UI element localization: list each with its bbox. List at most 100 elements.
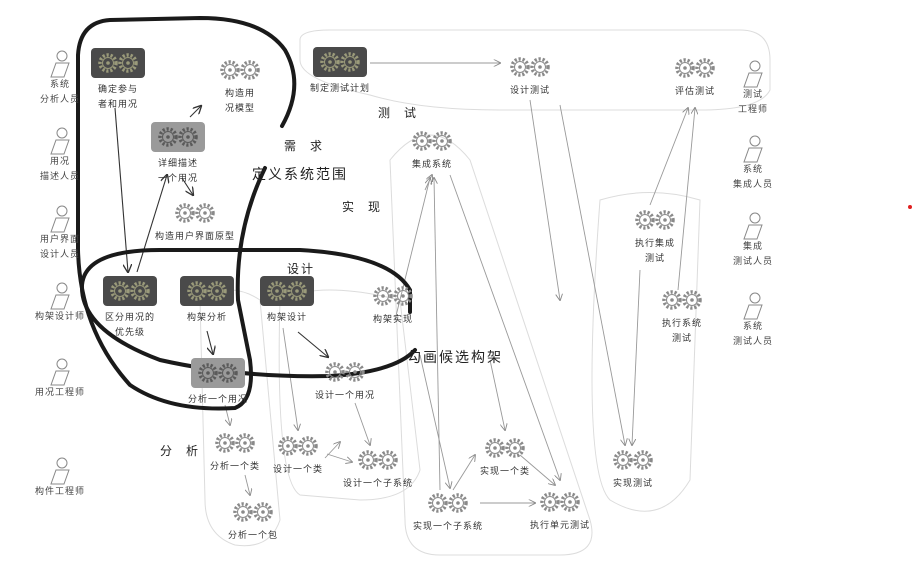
- worker-icon: [50, 358, 70, 386]
- gears-icon: [217, 58, 263, 82]
- activity-label: 确定参与 者和用况: [97, 85, 138, 110]
- worker-3: 构架设计师: [35, 282, 85, 325]
- activity-8[interactable]: 分析一个用况: [188, 358, 248, 408]
- activity-label: 构造用户界面原型: [154, 232, 236, 242]
- phase-label-test: 测试: [378, 106, 431, 120]
- activity-19[interactable]: 执行系统 测试: [659, 288, 705, 347]
- worker-2: 用户界面 设计人员: [40, 205, 80, 263]
- worker-icon: [50, 282, 70, 310]
- activity-15[interactable]: 设计测试: [507, 55, 553, 99]
- gears-icon: [180, 276, 234, 306]
- gears-icon: [190, 358, 245, 388]
- worker-5: 构件工程师: [35, 457, 85, 500]
- worker-icon: [50, 50, 70, 78]
- activity-21[interactable]: 实现一个子系统: [413, 491, 483, 535]
- activity-label: 执行单元测试: [529, 521, 591, 531]
- activity-16[interactable]: 评估测试: [672, 56, 718, 100]
- phase-label-design: 设计: [287, 262, 316, 276]
- activity-20[interactable]: 实现一个类: [480, 436, 530, 480]
- activity-label: 区分用况的 优先级: [104, 313, 155, 338]
- activity-14[interactable]: 制定测试计划: [310, 47, 370, 97]
- gears-icon: [151, 122, 205, 152]
- activity-label: 执行系统 测试: [661, 319, 702, 344]
- worker-label: 构架设计师: [34, 312, 86, 322]
- worker-icon: [50, 127, 70, 155]
- requirement-arrows: [114, 106, 328, 357]
- worker-label: 系统 集成人员: [732, 165, 774, 190]
- worker-label: 系统 分析人员: [39, 80, 81, 105]
- activity-label: 实现测试: [612, 479, 653, 489]
- activity-23[interactable]: 实现测试: [610, 448, 656, 492]
- gears-icon: [672, 56, 718, 80]
- worker-9: 系统 测试人员: [733, 292, 773, 350]
- gears-icon: [322, 360, 368, 384]
- activity-3[interactable]: 构造用户界面原型: [155, 201, 235, 245]
- activity-1[interactable]: 构造用 况模型: [217, 58, 263, 117]
- activity-12[interactable]: 设计一个类: [273, 434, 323, 478]
- phase-label-define-scope: 定义系统范围: [252, 167, 348, 183]
- gears-icon: [409, 129, 455, 153]
- worker-icon: [743, 292, 763, 320]
- activity-18[interactable]: 执行集成 测试: [632, 208, 678, 267]
- worker-8: 集成 测试人员: [733, 212, 773, 270]
- worker-0: 系统 分析人员: [40, 50, 80, 108]
- worker-label: 用况工程师: [34, 388, 86, 398]
- activity-label: 分析一个用况: [187, 395, 249, 405]
- activity-label: 分析一个包: [227, 531, 279, 541]
- gears-icon: [537, 490, 583, 514]
- worker-1: 用况 描述人员: [40, 127, 80, 185]
- gears-icon: [632, 208, 678, 232]
- worker-label: 构件工程师: [34, 487, 86, 497]
- activity-label: 集成系统: [411, 160, 452, 170]
- activity-13[interactable]: 设计一个子系统: [343, 448, 413, 492]
- activity-label: 构架分析: [186, 313, 227, 323]
- gears-icon: [482, 436, 528, 460]
- worker-label: 用户界面 设计人员: [39, 235, 81, 260]
- gears-icon: [172, 201, 218, 225]
- worker-icon: [743, 212, 763, 240]
- phase-label-analysis: 分析: [160, 444, 213, 458]
- activity-9[interactable]: 设计一个用况: [315, 360, 375, 404]
- activity-label: 执行集成 测试: [634, 239, 675, 264]
- activity-label: 制定测试计划: [309, 84, 371, 94]
- activity-label: 构造用 况模型: [224, 89, 255, 114]
- worker-icon: [743, 60, 763, 88]
- worker-4: 用况工程师: [35, 358, 85, 401]
- red-marker-dot: [908, 205, 912, 209]
- activity-label: 设计测试: [509, 86, 550, 96]
- worker-label: 用况 描述人员: [39, 157, 81, 182]
- worker-icon: [743, 135, 763, 163]
- activity-10[interactable]: 分析一个类: [210, 431, 260, 475]
- activity-11[interactable]: 分析一个包: [228, 500, 278, 544]
- phase-label-outline-architecture: 勾画候选构架: [407, 350, 503, 366]
- activity-label: 设计一个用况: [314, 391, 376, 401]
- activity-22[interactable]: 执行单元测试: [530, 490, 590, 534]
- activity-label: 评估测试: [674, 87, 715, 97]
- activity-17[interactable]: 集成系统: [409, 129, 455, 173]
- activity-5[interactable]: 构架分析: [180, 276, 234, 326]
- activity-0[interactable]: 确定参与 者和用况: [91, 48, 145, 113]
- gears-icon: [425, 491, 471, 515]
- worker-label: 系统 测试人员: [732, 322, 774, 347]
- activity-label: 实现一个类: [479, 467, 531, 477]
- gears-icon: [355, 448, 401, 472]
- activity-6[interactable]: 构架设计: [260, 276, 314, 326]
- gears-icon: [91, 48, 145, 78]
- gears-icon: [260, 276, 314, 306]
- gears-icon: [659, 288, 705, 312]
- worker-label: 测试 工程师: [737, 90, 769, 115]
- flow-arrows: [224, 63, 695, 503]
- activity-label: 设计一个子系统: [342, 479, 414, 489]
- gears-icon: [507, 55, 553, 79]
- worker-7: 系统 集成人员: [733, 135, 773, 193]
- gears-icon: [370, 284, 416, 308]
- activity-4[interactable]: 区分用况的 优先级: [103, 276, 157, 341]
- gears-icon: [312, 47, 367, 77]
- activity-2[interactable]: 详细描述 一个用况: [151, 122, 205, 187]
- activity-label: 构架设计: [266, 313, 307, 323]
- activity-7[interactable]: 构架实现: [370, 284, 416, 328]
- worker-label: 集成 测试人员: [732, 242, 774, 267]
- gears-icon: [610, 448, 656, 472]
- gears-icon: [275, 434, 321, 458]
